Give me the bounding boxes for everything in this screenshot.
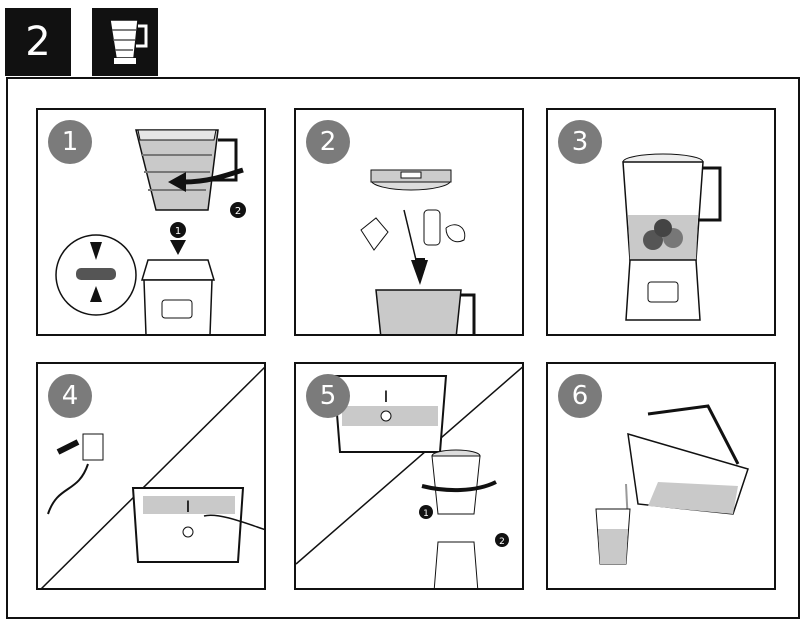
step-number: 2 bbox=[306, 120, 350, 164]
step-6-panel: 6 bbox=[546, 362, 776, 590]
plug-in-illustration: I bbox=[40, 366, 264, 588]
step-number: 4 bbox=[48, 374, 92, 418]
switch-on-label: I bbox=[186, 497, 191, 516]
instruction-frame bbox=[6, 77, 800, 619]
callout-1: 1 bbox=[423, 509, 429, 519]
callout-2: 2 bbox=[235, 206, 241, 217]
callout-2: 2 bbox=[499, 537, 505, 547]
add-ingredients-illustration bbox=[360, 169, 476, 334]
step-number: 1 bbox=[48, 120, 92, 164]
step-4-panel: 4 I bbox=[36, 362, 266, 590]
blender-jar-icon bbox=[92, 8, 158, 76]
switch-on-illustration: I 1 2 bbox=[296, 366, 522, 588]
step-1-panel: 1 1 2 bbox=[36, 108, 266, 336]
step-2-panel: 2 bbox=[294, 108, 524, 336]
pour-drink-illustration bbox=[595, 404, 749, 565]
step-number: 3 bbox=[558, 120, 602, 164]
step-number: 6 bbox=[558, 374, 602, 418]
attach-jar-illustration: 1 2 bbox=[55, 129, 246, 334]
section-number: 2 bbox=[5, 8, 71, 76]
step-3-panel: 3 bbox=[546, 108, 776, 336]
step-number: 5 bbox=[306, 374, 350, 418]
callout-1: 1 bbox=[175, 226, 181, 237]
step-5-panel: 5 I 1 2 bbox=[294, 362, 524, 590]
switch-on-label: I bbox=[384, 387, 389, 406]
blender-filled-illustration bbox=[622, 153, 722, 321]
